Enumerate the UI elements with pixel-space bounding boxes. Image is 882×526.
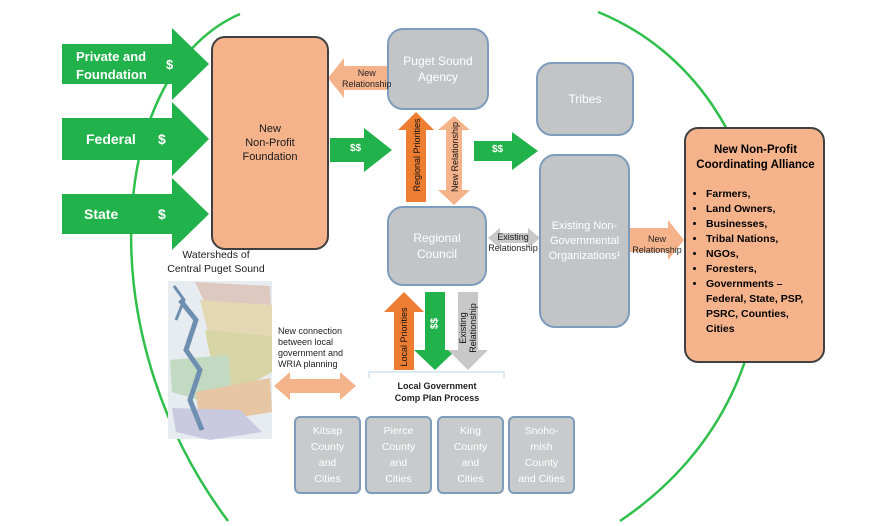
local-priorities-arrow	[384, 292, 424, 370]
psp-regional-relationship-label: New Relationship	[450, 121, 460, 193]
alliance-member: Land Owners,	[706, 202, 817, 217]
regional-priorities-arrow	[398, 112, 434, 202]
psp-foundation-relationship-label: New Relationship	[342, 68, 392, 89]
pierce-county-node: Pierce County and Cities	[365, 416, 432, 494]
state-funding-symbol: $	[158, 206, 166, 222]
regional-local-money-arrow	[414, 292, 456, 370]
regional-local-relationship-label: Existing Relationship	[458, 303, 478, 353]
regional-ngo-money-label: $$	[492, 144, 504, 155]
local-priorities-label: Local Priorities	[399, 307, 409, 367]
local-gov-node: Local Government Comp Plan Process	[394, 381, 480, 403]
alliance-members: Farmers, Land Owners, Businesses, Tribal…	[694, 187, 817, 337]
alliance-member: Tribal Nations,	[706, 232, 817, 247]
watershed-map	[168, 281, 272, 440]
foundation-node: New Non-Profit Foundation	[211, 36, 329, 250]
foundation-money-label: $$	[350, 143, 362, 154]
regional-ngo-money-arrow	[474, 132, 538, 170]
regional-council-node: Regional Council	[387, 206, 487, 286]
ngo-node: Existing Non- Governmental Organizations…	[539, 154, 630, 328]
map-title: Watersheds of Central Puget Sound	[167, 249, 265, 275]
state-funding-label: State	[84, 206, 119, 222]
ngo-alliance-relationship-arrow	[630, 220, 684, 260]
regional-priorities-label: Regional Priorities	[412, 118, 422, 192]
private-funding-label: Private and Foundation	[76, 49, 147, 82]
foundation-money-arrow	[330, 128, 392, 172]
ngo-alliance-relationship-label: New Relationship	[632, 234, 682, 255]
alliance-title: New Non-Profit Coordinating Alliance	[696, 144, 815, 171]
regional-ngo-relationship-arrow	[488, 228, 540, 248]
federal-funding-label: Federal	[86, 131, 136, 147]
tribes-node: Tribes	[536, 62, 634, 136]
regional-ngo-relationship-label: Existing Relationship	[488, 232, 538, 253]
alliance-member: Governments – Federal, State, PSP, PSRC,…	[706, 277, 817, 337]
regional-local-relationship-arrow	[448, 292, 488, 370]
wria-connection-arrow	[274, 372, 356, 400]
wria-connection-label: New connection between local government …	[278, 326, 344, 369]
alliance-member: Farmers,	[706, 187, 817, 202]
private-funding-arrow	[62, 28, 209, 100]
psp-regional-relationship-arrow	[438, 116, 470, 205]
psp-node: Puget Sound Agency	[387, 28, 489, 110]
alliance-member: NGOs,	[706, 247, 817, 262]
regional-local-money-label: $$	[429, 317, 441, 330]
psp-foundation-relationship-arrow	[328, 58, 388, 98]
federal-funding-symbol: $	[158, 131, 166, 147]
kitsap-county-node: Kitsap County and Cities	[294, 416, 361, 494]
alliance-member: Foresters,	[706, 262, 817, 277]
snohomish-county-node: Snoho- mish County and Cities	[508, 416, 575, 494]
king-county-node: King County and Cities	[437, 416, 504, 494]
alliance-member: Businesses,	[706, 217, 817, 232]
private-funding-symbol: $	[166, 57, 174, 72]
local-gov-bracket	[368, 371, 505, 378]
state-funding-arrow	[62, 178, 209, 250]
federal-funding-arrow	[62, 102, 209, 176]
alliance-node: New Non-Profit Coordinating Alliance Far…	[684, 127, 825, 363]
